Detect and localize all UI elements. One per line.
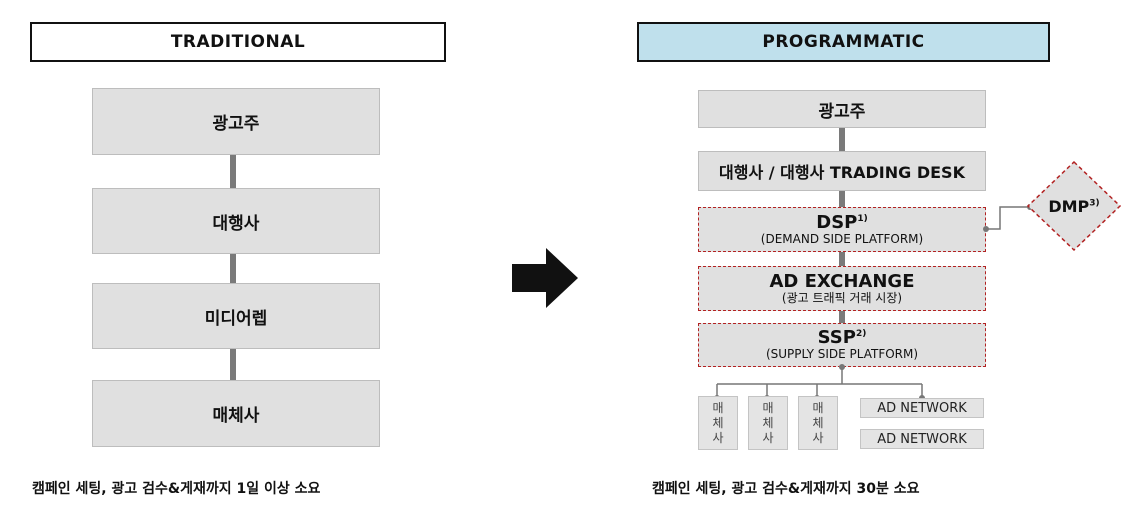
traditional-footer: 캠페인 세팅, 광고 검수&게재까지 1일 이상 소요 [32,481,321,497]
connector-line [839,251,845,267]
right-arrow-icon [512,248,578,308]
media-char: 매 [762,400,774,415]
traditional-title: TRADITIONAL [170,32,306,52]
media-char: 매 [812,400,824,415]
media-char: 사 [812,430,824,445]
media-box: 매 체 사 [748,396,788,450]
connector-line [839,190,845,208]
dsp-box: DSP1) (DEMAND SIDE PLATFORM) [698,207,986,252]
connector-line [230,348,236,381]
ad-exchange-subtitle: (광고 트래픽 거래 시장) [781,290,903,305]
media-char: 체 [812,415,824,430]
connector-line [839,310,845,324]
media-char: 사 [712,430,724,445]
dmp-label: DMP3) [1048,196,1100,216]
connector-line [230,155,236,191]
media-char: 사 [762,430,774,445]
programmatic-footer: 캠페인 세팅, 광고 검수&게재까지 30분 소요 [652,481,920,497]
box-label: 대행사 / 대행사 TRADING DESK [719,163,965,182]
ssp-subtitle: (SUPPLY SIDE PLATFORM) [765,347,919,362]
traditional-step-advertiser: 광고주 [92,88,380,155]
connector-line [839,127,845,152]
ad-network-label: AD NETWORK [877,400,967,416]
media-char: 체 [712,415,724,430]
programmatic-title: PROGRAMMATIC [762,32,925,52]
ad-network-label: AD NETWORK [877,431,967,447]
dmp-diamond: DMP3) [1026,160,1122,252]
traditional-step-publisher: 매체사 [92,380,380,447]
ad-network-box: AD NETWORK [860,398,984,418]
traditional-step-agency: 대행사 [92,188,380,254]
ssp-title: SSP2) [817,327,867,349]
step-label: 매체사 [212,406,260,426]
step-label: 미디어렙 [204,308,268,329]
step-label: 광고주 [212,114,260,134]
connector-line [230,254,236,284]
programmatic-agency-trading-desk: 대행사 / 대행사 TRADING DESK [698,151,986,191]
media-char: 매 [712,400,724,415]
programmatic-header: PROGRAMMATIC [637,22,1050,62]
step-label: 대행사 [212,213,260,234]
box-label: 광고주 [818,101,866,122]
ad-exchange-title: AD EXCHANGE [769,270,915,292]
programmatic-advertiser: 광고주 [698,90,986,128]
traditional-step-media-rep: 미디어렙 [92,283,380,349]
media-box: 매 체 사 [698,396,738,450]
ad-network-box: AD NETWORK [860,429,984,449]
media-box: 매 체 사 [798,396,838,450]
traditional-header: TRADITIONAL [30,22,446,62]
media-char: 체 [762,415,774,430]
ssp-box: SSP2) (SUPPLY SIDE PLATFORM) [698,323,986,367]
dsp-subtitle: (DEMAND SIDE PLATFORM) [760,231,924,246]
dsp-title: DSP1) [816,211,868,233]
ad-exchange-box: AD EXCHANGE (광고 트래픽 거래 시장) [698,266,986,311]
